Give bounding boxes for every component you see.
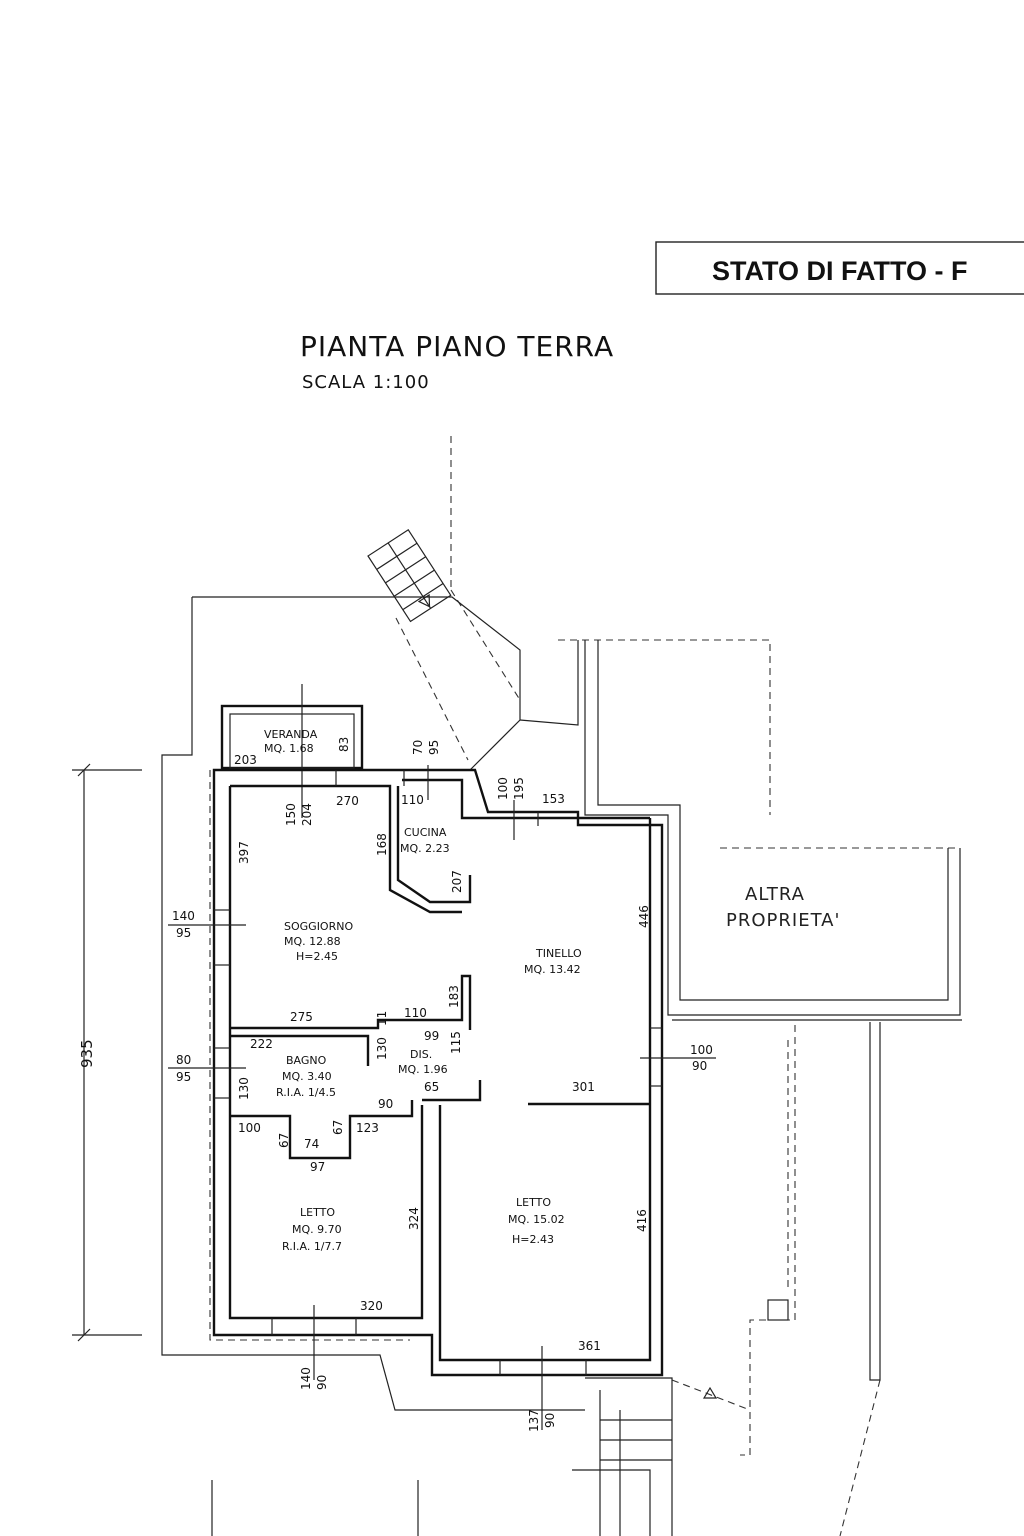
label-veranda-name: VERANDA — [264, 728, 318, 741]
label-altra: ALTRA — [745, 884, 805, 905]
dim-90c: 90 — [315, 1375, 329, 1390]
label-cucina-name: CUCINA — [404, 826, 447, 839]
dim-140b: 140 — [299, 1367, 313, 1390]
dim-83: 83 — [337, 737, 351, 752]
dim-97: 97 — [310, 1160, 325, 1174]
status-title: STATO DI FATTO - F — [712, 256, 968, 286]
walls — [168, 765, 716, 1430]
dim-324: 324 — [407, 1207, 421, 1230]
dim-100a: 100 — [496, 777, 510, 800]
label-proprieta: PROPRIETA' — [726, 910, 840, 931]
veranda — [220, 684, 364, 818]
dim-222: 222 — [250, 1037, 273, 1051]
status-title-box: STATO DI FATTO - F — [655, 241, 1024, 295]
dim-320: 320 — [360, 1299, 383, 1313]
dim-115: 115 — [449, 1031, 463, 1054]
overall-dimension: 935 — [72, 763, 142, 1342]
label-soggiorno-height: H=2.45 — [296, 950, 338, 963]
label-dis-name: DIS. — [410, 1048, 432, 1061]
dim-110a: 110 — [401, 793, 424, 807]
dim-203: 203 — [234, 753, 257, 767]
dim-935: 935 — [78, 1039, 96, 1068]
label-letto-large-height: H=2.43 — [512, 1233, 554, 1246]
dim-416: 416 — [635, 1209, 649, 1232]
dim-100b: 100 — [238, 1121, 261, 1135]
external-staircase — [367, 529, 452, 623]
site-outline — [161, 596, 962, 1536]
dim-95a: 95 — [427, 740, 441, 755]
dim-195: 195 — [512, 777, 526, 800]
dim-361: 361 — [578, 1339, 601, 1353]
property-lines — [209, 436, 960, 1536]
dim-67a: 67 — [277, 1133, 291, 1148]
dim-70: 70 — [411, 740, 425, 755]
dim-275: 275 — [290, 1010, 313, 1024]
dim-110b: 110 — [404, 1006, 427, 1020]
dim-100c: 100 — [690, 1043, 713, 1057]
label-letto-small-name: LETTO — [300, 1206, 335, 1219]
label-veranda-area: MQ. 1.68 — [264, 742, 314, 755]
label-tinello-area: MQ. 13.42 — [524, 963, 581, 976]
label-bagno-area: MQ. 3.40 — [282, 1070, 332, 1083]
label-dis-area: MQ. 1.96 — [398, 1063, 448, 1076]
dim-140a: 140 — [172, 909, 195, 923]
dim-130a: 130 — [375, 1037, 389, 1060]
plan-scale: SCALA 1:100 — [302, 372, 430, 393]
label-tinello-name: TINELLO — [535, 947, 582, 960]
dim-446: 446 — [637, 905, 651, 928]
dim-90d: 90 — [543, 1413, 557, 1428]
dim-207: 207 — [450, 870, 464, 893]
label-bagno-name: BAGNO — [286, 1054, 327, 1067]
label-letto-small-area: MQ. 9.70 — [292, 1223, 342, 1236]
dim-168: 168 — [375, 833, 389, 856]
dim-99: 99 — [424, 1029, 439, 1043]
dim-95b: 95 — [176, 926, 191, 940]
plan-title: PIANTA PIANO TERRA — [300, 330, 614, 363]
dim-65: 65 — [424, 1080, 439, 1094]
dim-80: 80 — [176, 1053, 191, 1067]
dim-204: 204 — [300, 803, 314, 826]
dim-95c: 95 — [176, 1070, 191, 1084]
dim-90a: 90 — [378, 1097, 393, 1111]
dim-270: 270 — [336, 794, 359, 808]
dim-397: 397 — [237, 841, 251, 864]
dim-153: 153 — [542, 792, 565, 806]
label-letto-small-ria: R.I.A. 1/7.7 — [282, 1240, 342, 1253]
dimension-labels: 203 83 70 95 150 204 270 110 100 195 153… — [172, 737, 713, 1432]
label-soggiorno-area: MQ. 12.88 — [284, 935, 341, 948]
dim-301: 301 — [572, 1080, 595, 1094]
label-cucina-area: MQ. 2.23 — [400, 842, 450, 855]
label-letto-large-area: MQ. 15.02 — [508, 1213, 565, 1226]
room-labels: VERANDA MQ. 1.68 CUCINA MQ. 2.23 SOGGIOR… — [264, 728, 840, 1253]
dim-123: 123 — [356, 1121, 379, 1135]
dim-130b: 130 — [237, 1077, 251, 1100]
dim-90b: 90 — [692, 1059, 707, 1073]
label-soggiorno-name: SOGGIORNO — [284, 920, 353, 933]
dim-150: 150 — [284, 803, 298, 826]
label-bagno-ria: R.I.A. 1/4.5 — [276, 1086, 336, 1099]
entrance-steps — [600, 1386, 718, 1461]
dim-11: 11 — [375, 1011, 389, 1026]
dim-67b: 67 — [331, 1120, 345, 1135]
dim-74: 74 — [304, 1137, 319, 1151]
dim-183: 183 — [447, 985, 461, 1008]
dim-137: 137 — [527, 1409, 541, 1432]
label-letto-large-name: LETTO — [516, 1196, 551, 1209]
